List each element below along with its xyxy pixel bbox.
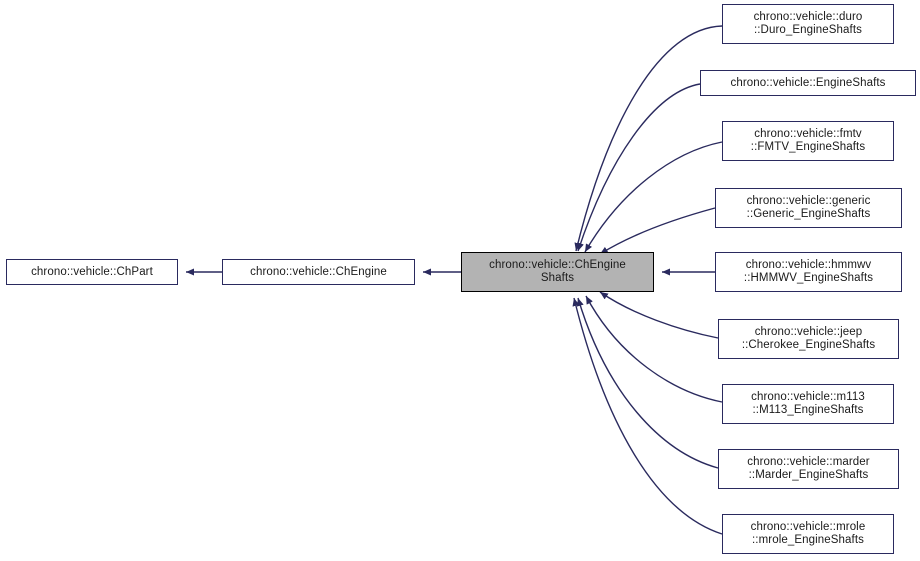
edge-engineshafts — [577, 83, 701, 252]
node-chengine[interactable]: chrono::vehicle::ChEngine — [222, 259, 415, 285]
node-engineshafts[interactable]: chrono::vehicle::EngineShafts — [700, 70, 916, 96]
edge-fmtv — [584, 141, 723, 253]
edge-jeep — [599, 291, 719, 339]
node-cherokee-engineshafts[interactable]: chrono::vehicle::jeep ::Cherokee_EngineS… — [718, 319, 899, 359]
node-chengineshafts[interactable]: chrono::vehicle::ChEngine Shafts — [461, 252, 654, 292]
edge-duro — [574, 25, 723, 252]
node-marder-engineshafts[interactable]: chrono::vehicle::marder ::Marder_EngineS… — [718, 449, 899, 489]
node-mrole-engineshafts[interactable]: chrono::vehicle::mrole ::mrole_EngineSha… — [722, 514, 894, 554]
edge-generic — [599, 207, 716, 255]
node-fmtv-engineshafts[interactable]: chrono::vehicle::fmtv ::FMTV_EngineShaft… — [722, 121, 894, 161]
node-chpart[interactable]: chrono::vehicle::ChPart — [6, 259, 178, 285]
node-generic-engineshafts[interactable]: chrono::vehicle::generic ::Generic_Engin… — [715, 188, 902, 228]
node-duro-engineshafts[interactable]: chrono::vehicle::duro ::Duro_EngineShaft… — [722, 4, 894, 44]
node-hmmwv-engineshafts[interactable]: chrono::vehicle::hmmwv ::HMMWV_EngineSha… — [715, 252, 902, 292]
edge-mrole — [572, 297, 723, 535]
edge-m113 — [585, 295, 723, 403]
edge-marder — [576, 297, 719, 469]
node-m113-engineshafts[interactable]: chrono::vehicle::m113 ::M113_EngineShaft… — [722, 384, 894, 424]
